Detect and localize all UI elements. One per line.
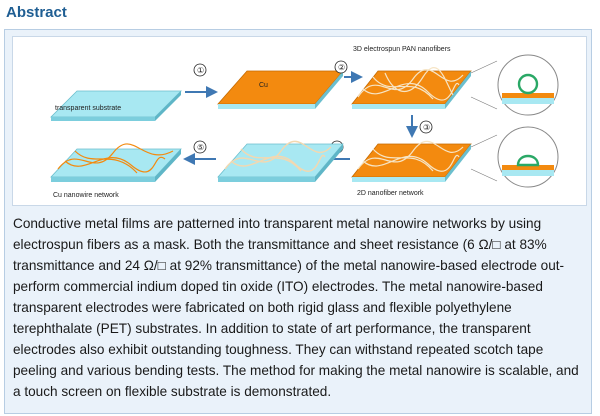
etched-fiber-plate: [217, 140, 344, 182]
step-3-marker: [419, 120, 433, 134]
cu-coated-plate: [217, 70, 344, 109]
step-1-number: ①: [197, 66, 204, 75]
abstract-body-text: Conductive metal films are patterned int…: [13, 216, 579, 399]
step-5-marker: [193, 140, 207, 154]
step-2-marker: [334, 60, 348, 74]
step-5-number: ⑤: [197, 143, 204, 152]
pan-fiber-plate: [351, 67, 472, 109]
step-1-marker: [193, 63, 207, 77]
zoom-substrate-2: [502, 170, 554, 176]
zoom-line-1b: [470, 96, 498, 110]
process-diagram: transparent substrate ① Cu ② 3D electros…: [50, 46, 559, 199]
substrate-plate: [50, 90, 182, 121]
step-3-number: ③: [423, 123, 430, 132]
label-cu: Cu: [259, 82, 268, 89]
zoom-cu-layer-1: [502, 93, 554, 98]
step-2-number: ②: [338, 63, 345, 72]
label-transparent-substrate: transparent substrate: [55, 105, 121, 112]
zoom-line-2b: [470, 168, 498, 182]
label-2d-nanofiber-network: 2D nanofiber network: [357, 190, 424, 197]
zoom-fiber-2: [516, 154, 540, 167]
abstract-figure: transparent substrate ① Cu ② 3D electros…: [12, 36, 587, 206]
zoom-substrate-1: [502, 98, 554, 104]
zoom-line-2a: [470, 134, 498, 148]
label-cu-nanowire-network: Cu nanowire network: [53, 192, 119, 199]
cu-nanowire-plate: [50, 143, 182, 182]
abstract-heading: Abstract: [6, 4, 67, 21]
zoom-line-1a: [470, 60, 498, 74]
zoom-fiber-1: [517, 73, 539, 95]
zoom-cu-layer-2: [502, 165, 554, 170]
nanofiber-network-plate: [351, 140, 472, 182]
label-pan-nanofibers: 3D electrospun PAN nanofibers: [353, 46, 451, 53]
